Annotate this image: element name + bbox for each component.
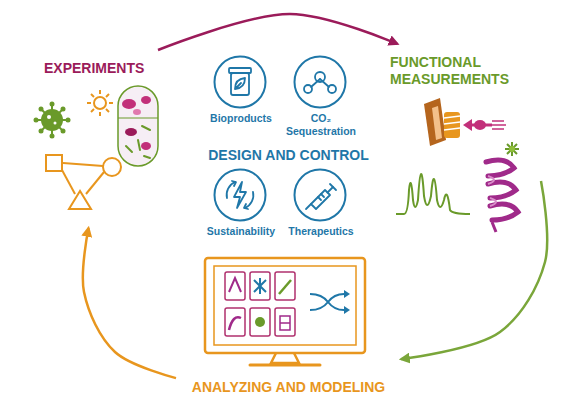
cycle-arrow (158, 14, 398, 50)
protein-ligand-icon (424, 98, 506, 146)
goal-label: Sustainability (200, 225, 282, 238)
goal-icon (229, 68, 251, 95)
icon-stroke (328, 187, 334, 193)
circle-border (215, 57, 266, 108)
icon-stroke (315, 72, 325, 82)
culture-capsule (118, 86, 158, 166)
goal-circle: Bioproducts (200, 55, 282, 150)
stage-region: FUNCTIONAL MEASUREMENTS (382, 48, 537, 238)
stage-heading: FUNCTIONAL MEASUREMENTS (390, 54, 522, 88)
circle-outline (293, 168, 347, 222)
icon-stroke (304, 85, 312, 93)
goal-label: Therapeutics (280, 225, 362, 238)
goal-circle: Sustainability (200, 168, 282, 248)
cycle-arrow (83, 228, 176, 378)
computer-monitor (205, 258, 365, 365)
goal-icon (227, 181, 254, 209)
stage-region: ANALYZING AND MODELING (180, 254, 397, 400)
goal-label: Bioproducts (200, 112, 282, 125)
stage-heading: DESIGN AND CONTROL (190, 147, 387, 164)
icon-stroke (235, 78, 245, 89)
icon-stroke (245, 192, 253, 208)
icon-stroke (328, 85, 336, 93)
circle-outline (213, 168, 267, 222)
goal-icon (304, 72, 336, 93)
goal-circle: CO₂ Sequestration (280, 55, 362, 150)
goal-icon (306, 184, 336, 209)
icon-stroke (318, 197, 321, 200)
helix-protein-icon (486, 142, 519, 232)
circle-outline (293, 55, 347, 109)
circle-border (215, 170, 266, 221)
circle-border (295, 57, 346, 108)
shape-network (46, 155, 121, 209)
circle-border (295, 170, 346, 221)
icon-stroke (229, 68, 251, 73)
stage-heading: EXPERIMENTS (44, 60, 144, 77)
icon-stroke (232, 181, 236, 186)
icon-stroke (321, 194, 324, 197)
icon-stroke (306, 204, 311, 209)
stage-heading: ANALYZING AND MODELING (180, 379, 397, 396)
chromatogram-trace (396, 174, 470, 214)
sun-icon (87, 90, 113, 116)
icon-stroke (330, 184, 336, 190)
stage-region: EXPERIMENTS (30, 54, 160, 224)
icon-stroke (227, 182, 235, 198)
center-region: DESIGN AND CONTROL BioproductsCO₂ Sequest… (190, 55, 387, 250)
goal-label: CO₂ Sequestration (280, 112, 362, 137)
circle-outline (213, 55, 267, 109)
icon-stroke (244, 204, 248, 209)
goal-circle: Therapeutics (280, 168, 362, 248)
icon-stroke (231, 73, 249, 95)
icon-stroke (234, 182, 246, 208)
cycle-arrow (401, 181, 547, 359)
virus-icon (34, 102, 71, 139)
